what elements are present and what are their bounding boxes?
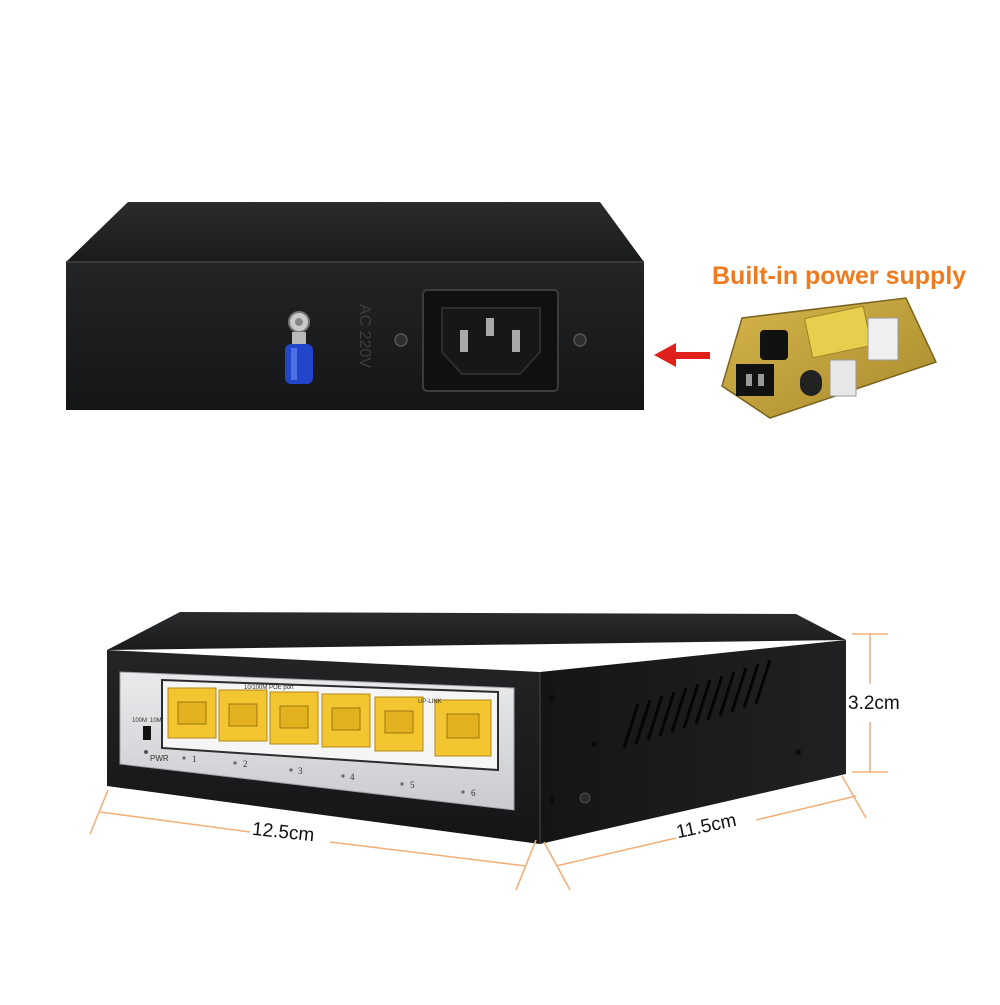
pwr-label: PWR	[150, 754, 169, 763]
speed-label-100m: 100M	[132, 718, 147, 724]
arrow-left-icon	[654, 343, 710, 367]
ethernet-port	[434, 699, 492, 757]
ethernet-port	[269, 691, 319, 745]
port-number: 3	[298, 766, 303, 776]
front-view-switch: 10/100M POE port UP-LINK 100M 10M PWR 1 …	[107, 612, 846, 844]
screw-icon	[579, 792, 591, 804]
speed-switch	[143, 726, 151, 740]
ethernet-ports	[167, 687, 492, 757]
rear-view-switch: AC 220V	[66, 202, 644, 410]
port-numbers: 1 2 3 4 5 6	[182, 754, 476, 798]
port-number: 2	[243, 759, 248, 769]
power-inlet	[422, 289, 559, 392]
port-number: 5	[410, 780, 415, 790]
screw-icon	[394, 333, 408, 347]
vent-slots	[622, 659, 772, 749]
uplink-label: UP-LINK	[418, 699, 442, 705]
poe-port-label: 10/100M POE port	[244, 685, 294, 691]
ethernet-port	[218, 689, 268, 742]
height-dimension: 3.2cm	[848, 693, 900, 714]
screw-icon	[573, 333, 587, 347]
dimension-lines	[89, 633, 888, 891]
port-number: 1	[192, 754, 197, 764]
callout-title: Built-in power supply	[712, 262, 967, 290]
port-number: 4	[350, 772, 355, 782]
power-supply-board	[721, 297, 938, 419]
port-number: 6	[471, 788, 476, 798]
voltage-label: AC 220V	[356, 304, 373, 368]
pwr-led	[144, 750, 148, 754]
speed-label-10m: 10M	[150, 718, 162, 724]
ethernet-port	[321, 693, 371, 748]
ground-terminal	[285, 311, 313, 384]
ethernet-port	[167, 687, 217, 739]
ethernet-port	[374, 696, 424, 752]
